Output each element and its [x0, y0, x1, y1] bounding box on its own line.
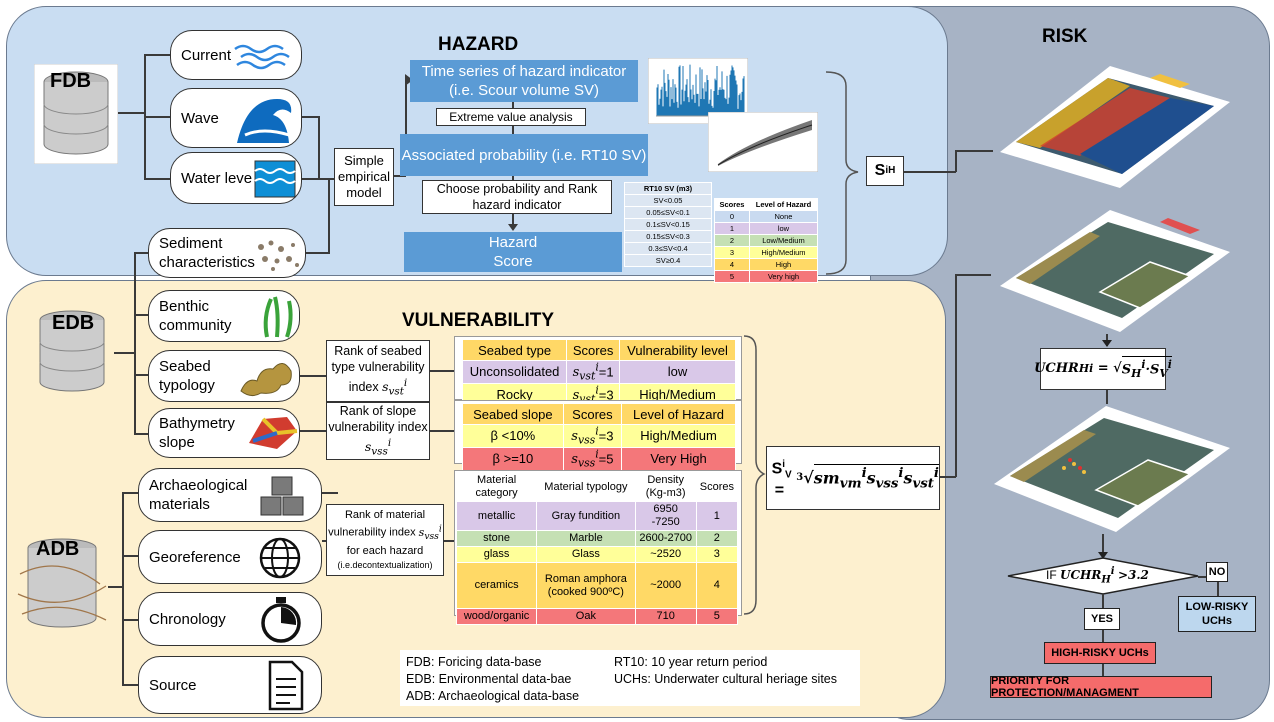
rank-material-box: Rank of material vulnerability index svs…: [326, 504, 444, 576]
adb-label: ADB: [36, 538, 80, 560]
source-archaeological: Archaeological materials: [138, 468, 322, 522]
decision-label: IF UCHRHi >3.2: [1046, 566, 1149, 586]
source-benthic: Benthic community: [148, 290, 300, 342]
sediment-icon: [258, 240, 299, 271]
source-georeference: Georeference: [138, 530, 322, 584]
high-risky-box: HIGH-RISKY UCHs: [1044, 642, 1156, 664]
source-wave: Wave: [170, 88, 302, 148]
water-level-icon: [254, 160, 296, 198]
benthic-icon: [263, 296, 293, 338]
source-chronology: Chronology: [138, 592, 322, 646]
hazard-brace: [825, 71, 859, 275]
rank-slope-box: Rank of slope vulnerability index svssi: [326, 402, 430, 460]
adb-database-icon: [17, 538, 107, 628]
legend-rt10: RT10: 10 year return period: [614, 655, 768, 669]
sv-threshold-table: RT10 SV (m3) SV<0.05 0.05≤SV<0.1 0.1≤SV<…: [624, 182, 712, 267]
low-risky-box: LOW-RISKY UCHs: [1178, 596, 1256, 632]
hazard-score-box: Hazard Score: [404, 232, 622, 272]
bathymetry-icon: [249, 417, 298, 449]
document-icon: [268, 660, 304, 711]
time-series-box: Time series of hazard indicator (i.e. Sc…: [410, 60, 638, 102]
seabed-icon: [240, 363, 292, 397]
legend-adb: ADB: Archaeological data-base: [406, 689, 580, 703]
legend-uchs: UCHs: Underwater cultural heriage sites: [614, 672, 838, 686]
source-sediment: Sediment characteristics: [148, 228, 306, 278]
current-icon: [234, 44, 290, 70]
yes-box: YES: [1084, 608, 1120, 630]
fdb-database-icon: [34, 64, 118, 164]
source-current: Current: [170, 30, 302, 80]
legend-edb: EDB: Environmental data-bae: [406, 672, 572, 686]
sv-formula-box: SiV = 3√smvmisvssisvsti: [766, 446, 940, 510]
risk-title: RISK: [1042, 26, 1088, 47]
rank-seabed-box: Rank of seabed type vulnerability index …: [326, 340, 430, 402]
simple-empirical-model-box: Simple empirical model: [334, 148, 394, 206]
source-bathymetry: Bathymetry slope: [148, 408, 300, 458]
globe-icon: [259, 537, 301, 579]
archaeological-materials-icon: [260, 476, 304, 516]
edb-label: EDB: [52, 312, 95, 334]
wave-icon: [237, 99, 292, 143]
vulnerability-brace: [743, 335, 766, 615]
legend-fdb: FDB: Foricing data-base: [406, 655, 542, 669]
stopwatch-icon: [261, 597, 301, 643]
edb-database-icon: [39, 310, 105, 392]
choose-probability-box: Choose probability and Rank hazard indic…: [422, 180, 612, 214]
hazard-map-image: [1000, 66, 1230, 188]
associated-probability-box: Associated probability (i.e. RT10 SV): [400, 134, 648, 176]
extreme-value-box: Extreme value analysis: [436, 108, 586, 126]
risk-map-image: [994, 406, 1230, 532]
vulnerability-title: VULNERABILITY: [402, 310, 554, 331]
vulnerability-map-image: [1000, 210, 1230, 332]
hazard-title: HAZARD: [438, 34, 519, 55]
no-box: NO: [1206, 562, 1228, 582]
source-water-level: Water leve: [170, 152, 302, 204]
source-seabed: Seabed typology: [148, 350, 300, 402]
probability-curve-thumbnail: [708, 112, 818, 172]
priority-box: PRIORITY FOR PROTECTION/MANAGMENT: [990, 675, 1212, 699]
source-source: Source: [138, 656, 322, 714]
legend: [400, 650, 860, 706]
fdb-label: FDB: [50, 70, 92, 92]
